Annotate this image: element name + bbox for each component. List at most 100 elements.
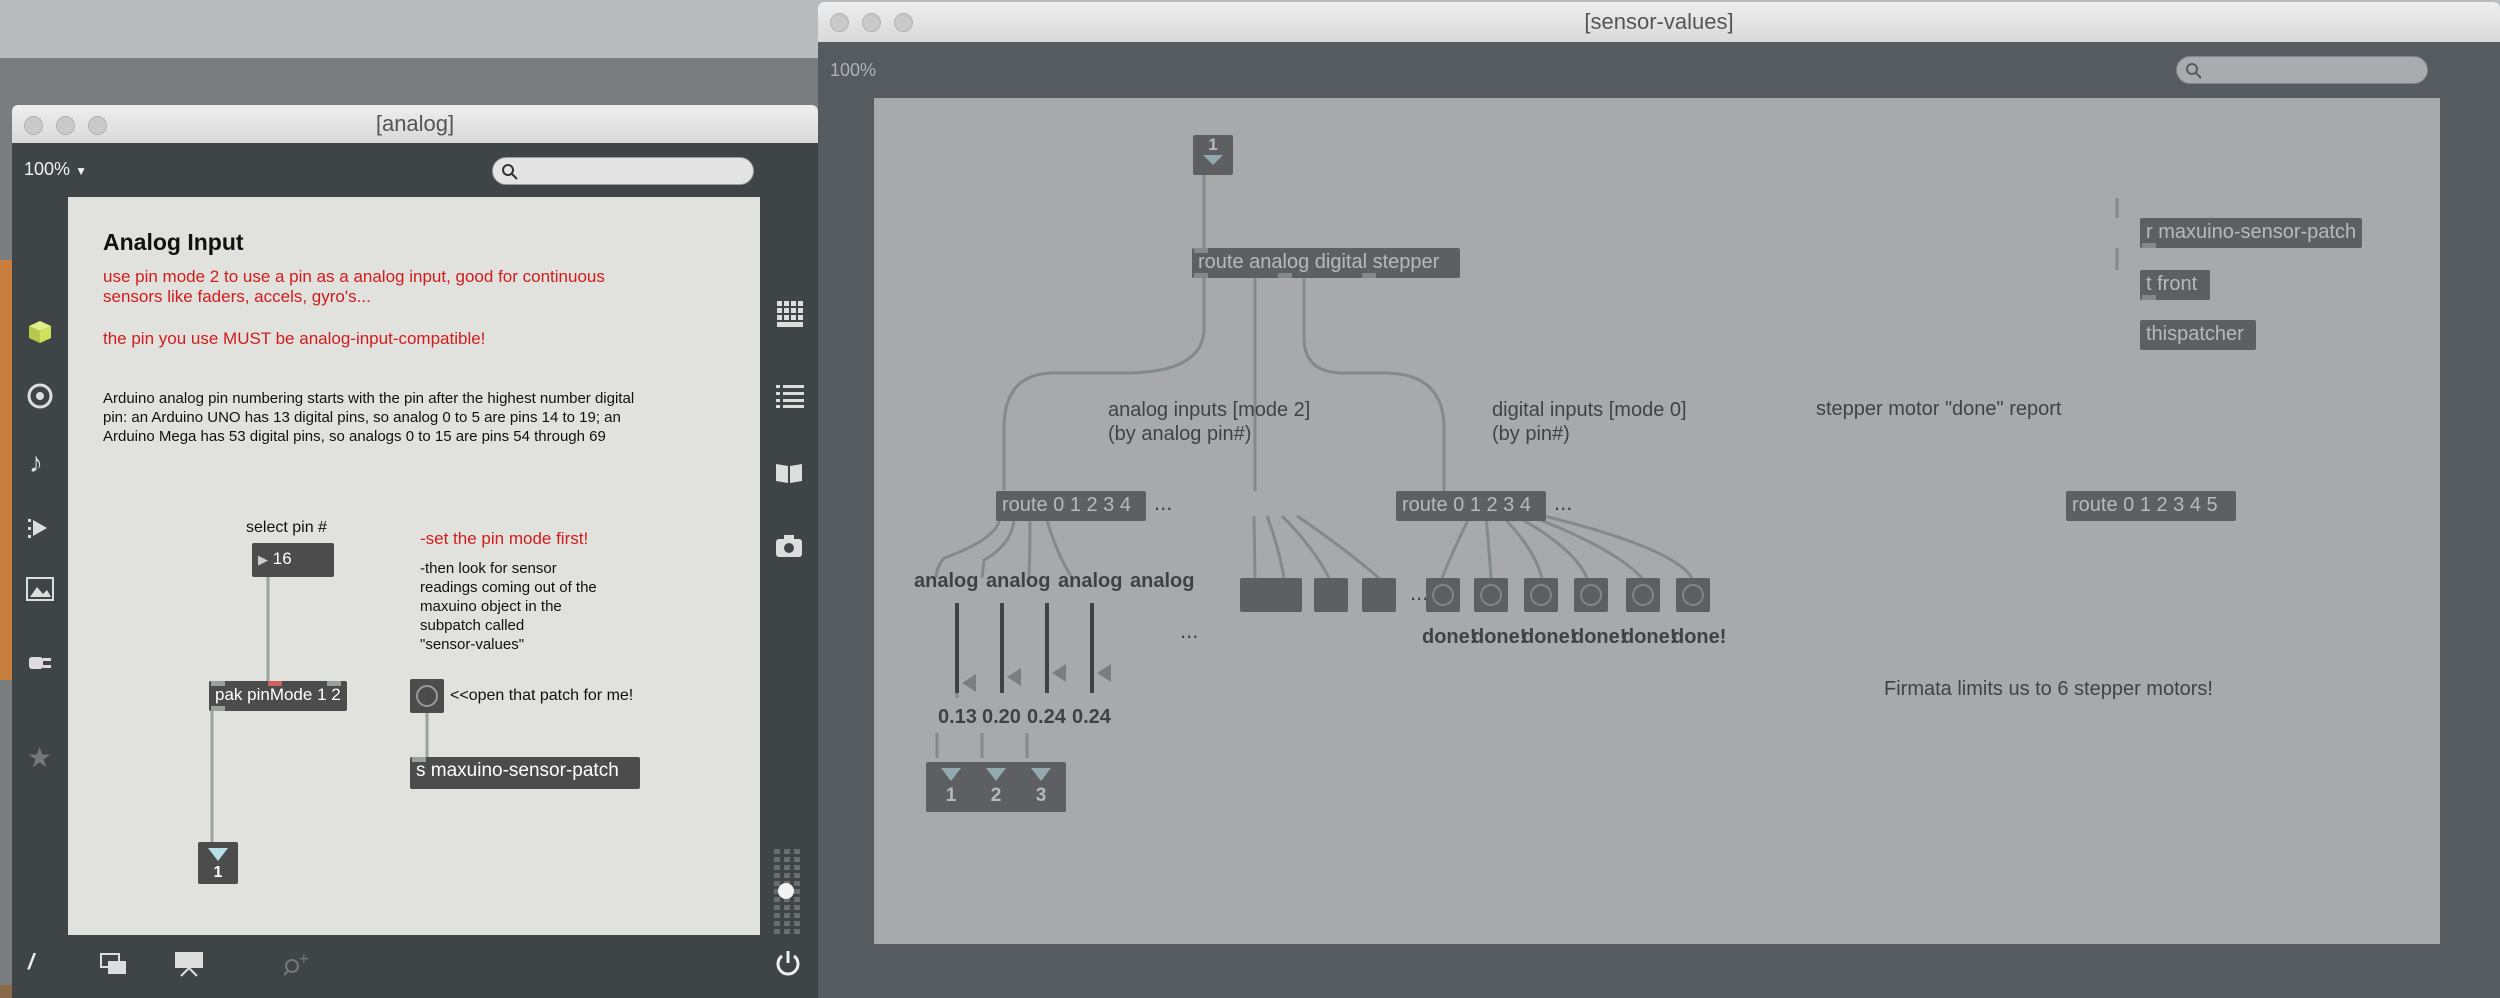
stepper-bang-1[interactable] (1474, 578, 1508, 612)
digital-ellipsis: ... (1554, 490, 1573, 515)
analog-slider-0[interactable] (955, 603, 959, 693)
analog-inputs-comment: analog inputs [mode 2] (by analog pin#) (1108, 399, 1311, 445)
power-icon[interactable] (774, 949, 802, 977)
window-title: [analog] (375, 111, 455, 136)
sensor-patcher-canvas[interactable]: 1 route analog digital stepper r maxuino… (874, 98, 2440, 944)
list-icon[interactable] (775, 383, 805, 409)
set-mode-note: -set the pin mode first! (420, 529, 589, 548)
zoom-window-button[interactable] (88, 116, 107, 135)
level-meter (794, 849, 800, 998)
volume-slider[interactable] (784, 849, 790, 998)
minimize-window-button[interactable] (56, 116, 75, 135)
plug-icon[interactable] (27, 649, 53, 675)
done-label-2: done! (1522, 626, 1577, 648)
sensor-window-titlebar[interactable]: [sensor-values] (818, 2, 2500, 43)
zoom-menu[interactable]: 100% ▼ (24, 159, 87, 179)
sensor-left-sidebar (818, 98, 874, 944)
done-label-5: done! (1672, 626, 1727, 648)
receive-object[interactable]: r maxuino-sensor-patch (2140, 218, 2362, 248)
stepper-bang-5[interactable] (1676, 578, 1710, 612)
grid-icon[interactable] (775, 299, 805, 329)
star-icon[interactable]: ★ (27, 742, 53, 773)
windows-icon[interactable] (100, 953, 128, 975)
analog-patcher-canvas[interactable]: Analog Input use pin mode 2 to use a pin… (68, 197, 760, 935)
cube-icon[interactable] (27, 319, 53, 345)
analog-bottom-toolbar: / + (12, 935, 818, 998)
open-patch-bang[interactable] (410, 679, 444, 713)
analog-slider-3[interactable] (1090, 603, 1094, 693)
camera-icon[interactable] (774, 533, 804, 559)
pin-numbering-info: Arduino analog pin numbering starts with… (103, 390, 635, 445)
analog-label-3: analog (1130, 570, 1195, 592)
search-input[interactable] (492, 157, 754, 185)
route-main-object[interactable]: route analog digital stepper (1192, 248, 1460, 278)
thispatcher-object[interactable]: thispatcher (2140, 320, 2256, 350)
search-input[interactable] (2176, 56, 2428, 84)
digital-inputs-comment: digital inputs [mode 0] (by pin#) (1492, 399, 1687, 445)
output-message-box[interactable]: 1 (198, 842, 238, 884)
analog-window[interactable]: [analog] 100% ▼ ♪ ★ Analog Input use pin… (12, 105, 818, 998)
message-top[interactable]: 1 (1193, 135, 1233, 175)
svg-text:+: + (298, 951, 310, 967)
slider-ellipsis: ... (1180, 618, 1199, 643)
send-object[interactable]: s maxuino-sensor-patch (410, 757, 640, 789)
slider-knob (1052, 664, 1066, 682)
digital-toggle-2[interactable] (1314, 578, 1348, 612)
analog-right-sidebar (760, 197, 818, 998)
presentation-icon[interactable] (174, 951, 204, 977)
analog-value-1: 0.20 (982, 706, 1021, 728)
analog-value-0: 0.13 (938, 706, 977, 728)
done-label-3: done! (1572, 626, 1627, 648)
debug-icon[interactable]: + (280, 951, 310, 979)
close-window-button[interactable] (24, 116, 43, 135)
compatibility-warning: the pin you use MUST be analog-input-com… (103, 329, 486, 348)
route-analog-object[interactable]: route 0 1 2 3 4 (996, 491, 1146, 521)
music-note-icon[interactable]: ♪ (29, 447, 43, 478)
stepper-bang-3[interactable] (1574, 578, 1608, 612)
done-label-0: done! (1422, 626, 1477, 648)
done-label-4: done! (1622, 626, 1677, 648)
target-icon[interactable] (27, 383, 53, 409)
analog-slider-1[interactable] (1000, 603, 1004, 693)
slider-knob (1007, 668, 1021, 686)
route-stepper-object[interactable]: route 0 1 2 3 4 5 (2066, 491, 2236, 521)
sensor-values-window[interactable]: [sensor-values] 100% (818, 2, 2500, 998)
message-outlet-triangle (1031, 768, 1051, 781)
analog-left-sidebar: ♪ ★ (12, 197, 68, 935)
t-front-object[interactable]: t front (2140, 270, 2210, 300)
sensor-right-sidebar (2440, 98, 2500, 944)
zoom-menu[interactable]: 100% (830, 60, 877, 80)
minimize-window-button[interactable] (862, 13, 881, 32)
page-title: Analog Input (103, 229, 244, 255)
analog-value-3: 0.24 (1072, 706, 1111, 728)
zoom-window-button[interactable] (894, 13, 913, 32)
slider-knob (962, 674, 976, 692)
search-icon (2186, 63, 2202, 79)
analog-value-2: 0.24 (1027, 706, 1066, 728)
sensor-toolbar: 100% (818, 42, 2500, 98)
message-box-3[interactable]: 3 (1016, 762, 1066, 812)
pak-pinmode-object[interactable]: pak pinMode 1 2 (209, 681, 347, 711)
analog-window-titlebar[interactable]: [analog] (12, 105, 818, 144)
message-outlet-triangle (208, 848, 228, 861)
analog-slider-2[interactable] (1045, 603, 1049, 693)
volume-knob[interactable] (778, 883, 794, 899)
digital-toggle-3[interactable] (1362, 578, 1396, 612)
pencil-icon[interactable]: / (28, 949, 35, 974)
play-triangle-icon: ▶ (258, 552, 268, 567)
stepper-bang-2[interactable] (1524, 578, 1558, 612)
message-box-1[interactable]: 1 (926, 762, 976, 812)
close-window-button[interactable] (830, 13, 849, 32)
route-digital-object[interactable]: route 0 1 2 3 4 (1396, 491, 1546, 521)
message-box-2[interactable]: 2 (971, 762, 1021, 812)
media-icon[interactable] (27, 515, 53, 541)
stepper-bang-4[interactable] (1626, 578, 1660, 612)
book-icon[interactable] (774, 461, 804, 485)
done-label-1: done! (1472, 626, 1527, 648)
pin-number-box[interactable]: ▶ 16 (252, 543, 334, 577)
stepper-bang-0[interactable] (1426, 578, 1460, 612)
analog-toolbar: 100% ▼ (12, 143, 818, 197)
digital-toggle-1[interactable] (1268, 578, 1302, 612)
image-icon[interactable] (26, 577, 54, 601)
sensor-bottom-toolbar (818, 944, 2500, 998)
